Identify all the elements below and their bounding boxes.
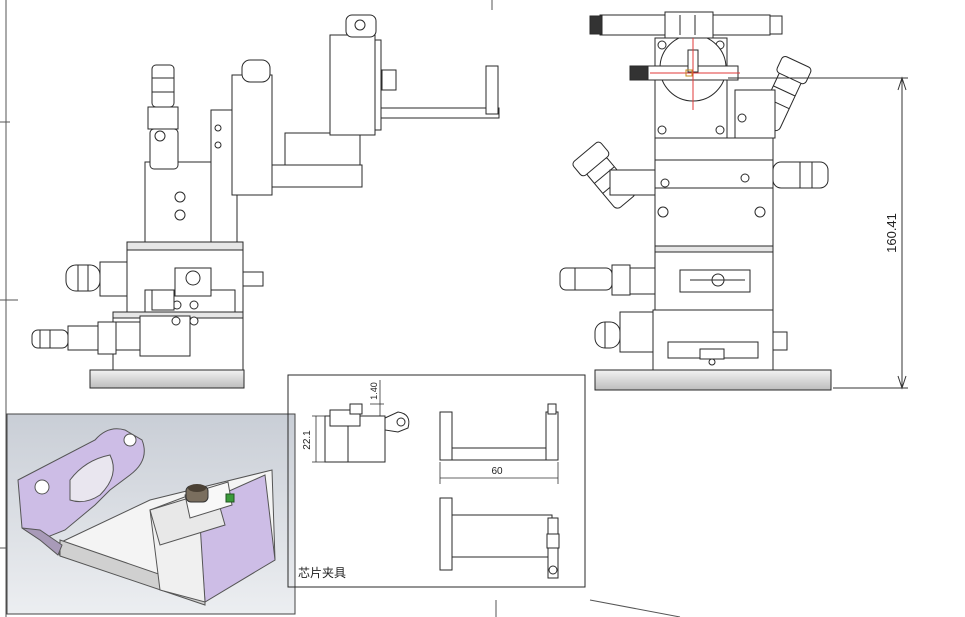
vertical-micrometer <box>147 64 179 170</box>
detail-dimensions <box>312 380 559 484</box>
side-view-assembly <box>31 14 500 389</box>
lower-micrometer <box>31 321 157 355</box>
overall-height-label: 160.41 <box>884 213 899 253</box>
base-plate <box>89 369 245 389</box>
clamp-3d-render <box>6 413 296 615</box>
clamp-detail-box <box>287 374 586 588</box>
alignment-crosshair <box>650 38 740 110</box>
middle-micrometer <box>65 261 128 297</box>
detail-caption: 芯片夹具 <box>298 566 346 580</box>
clamp-width-label: 60 <box>491 466 503 477</box>
sheet-border-marks <box>0 0 497 617</box>
base-plate-front <box>594 369 832 391</box>
front-view-assembly <box>559 11 832 391</box>
small-offset-label: 1.40 <box>369 382 379 400</box>
clamp-height-label: 22.1 <box>302 430 313 450</box>
border-line <box>589 599 681 617</box>
overall-height-dimension <box>728 76 908 390</box>
